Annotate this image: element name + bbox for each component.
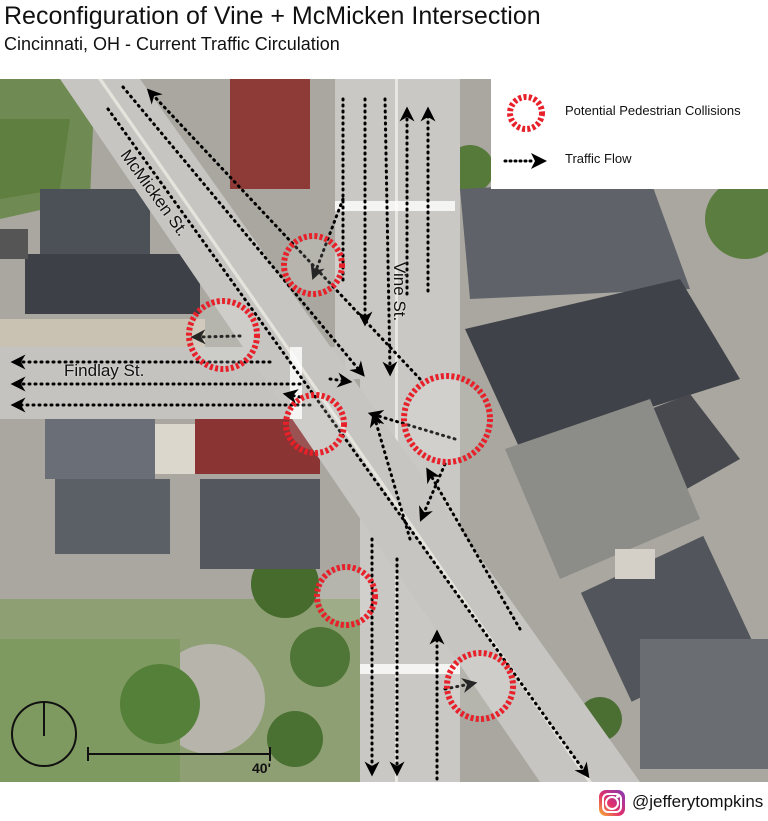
aerial-map: [0, 79, 768, 782]
map-legend: Potential Pedestrian Collisions Traffic …: [491, 79, 768, 189]
map-subtitle: Cincinnati, OH - Current Traffic Circula…: [4, 34, 340, 54]
legend-collisions: Potential Pedestrian Collisions: [491, 87, 768, 137]
collision-icon: [507, 94, 545, 132]
traffic-flow-icon: [503, 153, 547, 169]
collision-marker: [186, 233, 516, 722]
author-handle[interactable]: @jefferytompkins: [632, 792, 764, 811]
footer: @jefferytompkins: [0, 782, 768, 821]
collision-markers: [186, 233, 516, 722]
scale-bar: [87, 747, 271, 761]
scale-label: 40': [252, 760, 271, 776]
legend-flow-label: Traffic Flow: [565, 151, 632, 166]
street-label-vine: Vine St.: [390, 262, 409, 322]
legend-collisions-label: Potential Pedestrian Collisions: [565, 103, 741, 118]
street-label-findlay: Findlay St.: [64, 361, 145, 380]
north-arrow-icon: [11, 701, 77, 767]
legend-traffic-flow: Traffic Flow: [491, 135, 768, 185]
map-title: Reconfiguration of Vine + McMicken Inter…: [4, 2, 541, 30]
instagram-icon[interactable]: [599, 790, 625, 816]
